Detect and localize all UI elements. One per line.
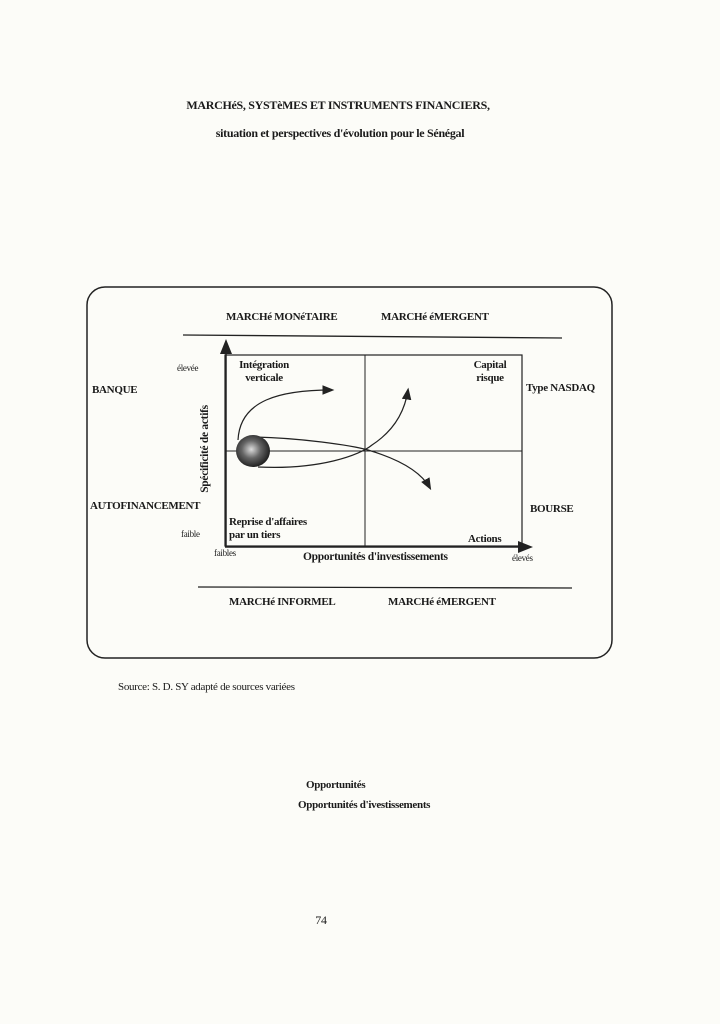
- quadrant-text: Capital: [473, 359, 507, 371]
- label-banque: BANQUE: [92, 384, 138, 396]
- x-axis-low: faibles: [214, 548, 236, 558]
- arrow-integration: [237, 385, 335, 441]
- note-line-1: Opportunités: [306, 779, 366, 791]
- label-autofinancement: AUTOFINANCEMENT: [90, 500, 201, 512]
- top-divider: [182, 334, 563, 339]
- top-label-monetaire: MARCHé MONéTAIRE: [226, 311, 338, 323]
- quadrant-text: risque: [476, 372, 504, 384]
- arrow-capital-risque: [257, 387, 412, 468]
- diagram-frame: [86, 286, 613, 659]
- x-axis-label: Opportunités d'investissements: [303, 551, 448, 563]
- quadrant-text: par un tiers: [229, 529, 281, 541]
- page-subtitle: situation et perspectives d'évolution po…: [215, 126, 465, 140]
- quadrant-text: Reprise d'affaires: [229, 516, 307, 528]
- bottom-divider: [197, 586, 573, 589]
- y-axis-low: faible: [181, 529, 200, 539]
- quadrant-text: verticale: [245, 372, 283, 384]
- y-axis-label: Spécificité de actifs: [199, 405, 211, 493]
- label-nasdaq: Type NASDAQ: [526, 382, 595, 394]
- top-label-emergent: MARCHé éMERGENT: [381, 311, 489, 323]
- note-line-2: Opportunités d'ivestissements: [298, 799, 431, 811]
- x-axis-high: élevés: [512, 553, 533, 563]
- label-bourse: BOURSE: [530, 503, 574, 515]
- bottom-label-emergent: MARCHé éMERGENT: [388, 596, 496, 608]
- quadrant-bottom-right: Actions: [468, 533, 502, 545]
- bottom-label-informel: MARCHé INFORMEL: [229, 596, 336, 608]
- source-note: Source: S. D. SY adapté de sources varié…: [118, 681, 295, 693]
- y-axis-high: élevée: [177, 363, 199, 373]
- quadrant-text: Intégration: [239, 359, 289, 371]
- page-number: 74: [315, 913, 327, 927]
- firm-sphere: [236, 435, 270, 467]
- arrow-actions: [254, 436, 432, 491]
- page-title: MARCHéS, SYSTèMES ET INSTRUMENTS FINANCI…: [186, 98, 490, 112]
